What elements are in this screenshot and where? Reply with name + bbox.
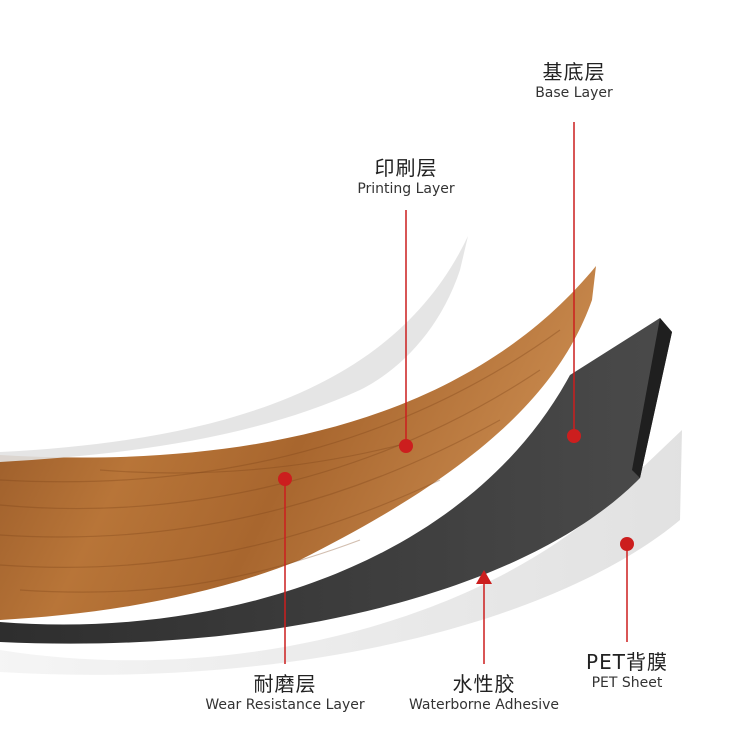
- pet-sheet-dot: [620, 537, 634, 551]
- printing-layer-label: 印刷层 Printing Layer: [336, 156, 476, 198]
- base-layer-label-en: Base Layer: [514, 84, 634, 102]
- adhesive-label: 水性胶 Waterborne Adhesive: [398, 672, 570, 714]
- adhesive-label-zh: 水性胶: [398, 672, 570, 696]
- printing-layer-label-zh: 印刷层: [336, 156, 476, 180]
- wear-layer-dot: [278, 472, 292, 486]
- wear-layer-label-en: Wear Resistance Layer: [190, 696, 380, 714]
- wear-layer-label-zh: 耐磨层: [190, 672, 380, 696]
- base-layer-label-zh: 基底层: [514, 60, 634, 84]
- pet-sheet-label-zh: PET背膜: [572, 650, 682, 674]
- printing-layer-label-en: Printing Layer: [336, 180, 476, 198]
- printing-layer-dot: [399, 439, 413, 453]
- pet-sheet-label: PET背膜 PET Sheet: [572, 650, 682, 692]
- wear-layer-label: 耐磨层 Wear Resistance Layer: [190, 672, 380, 714]
- base-layer-label: 基底层 Base Layer: [514, 60, 634, 102]
- adhesive-label-en: Waterborne Adhesive: [398, 696, 570, 714]
- base-layer-dot: [567, 429, 581, 443]
- pet-sheet-label-en: PET Sheet: [572, 674, 682, 692]
